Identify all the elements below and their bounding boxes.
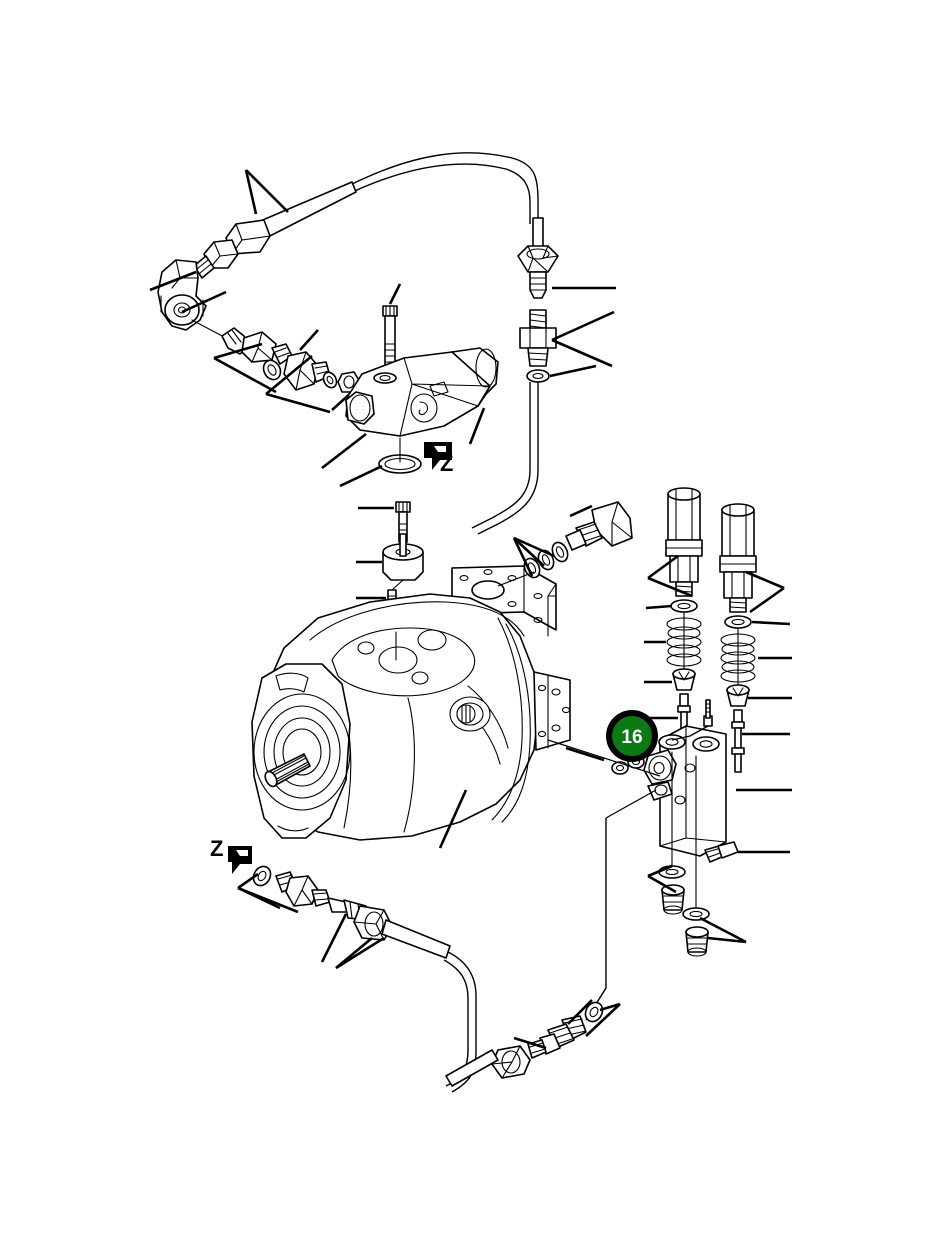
upper-hose-assembly <box>149 152 539 414</box>
valve-block <box>547 699 792 1021</box>
callout-number-label: 16 <box>621 727 642 748</box>
lower-left-hose <box>237 865 477 1093</box>
vertical-tube-fitting <box>471 217 616 535</box>
main-pump-body <box>251 565 605 849</box>
pump-side-small-parts <box>356 501 424 619</box>
lower-center-hose <box>445 999 621 1087</box>
manifold-housing <box>321 283 499 488</box>
highlighted-part-callout[interactable]: 16 <box>606 710 658 762</box>
section-mark-z-upper-label: Z <box>440 451 453 476</box>
cartridge-valve <box>497 501 633 587</box>
section-mark-z-upper: Z <box>424 442 453 476</box>
section-mark-z-lower: Z <box>210 836 252 874</box>
section-mark-z-lower-label: Z <box>210 836 223 861</box>
relief-valve-right <box>719 503 792 773</box>
